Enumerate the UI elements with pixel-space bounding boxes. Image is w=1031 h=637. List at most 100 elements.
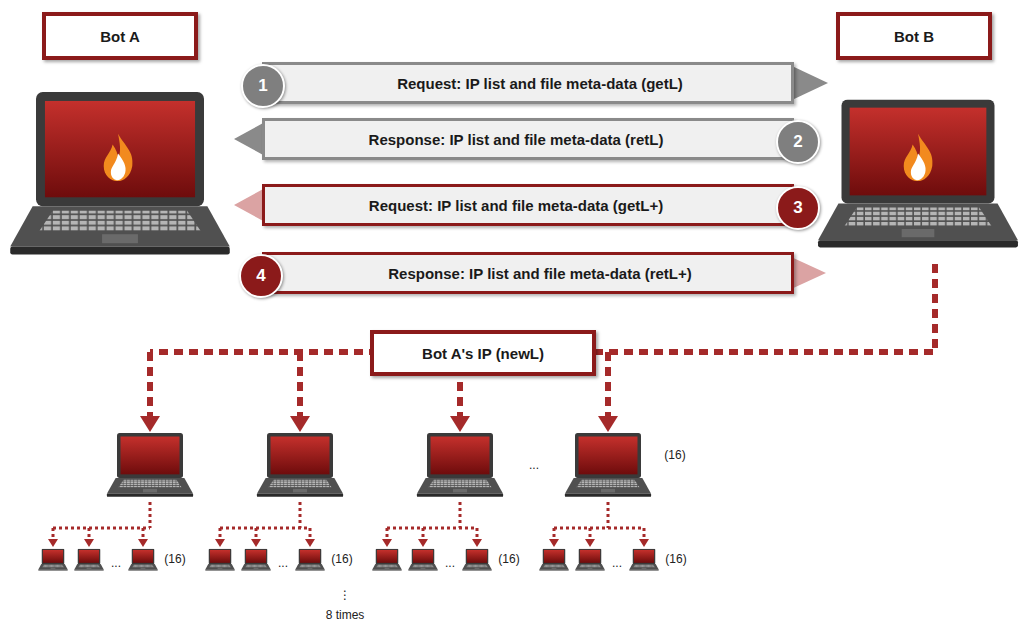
annotation-label: ... — [529, 458, 539, 472]
laptop-icon — [241, 549, 270, 571]
spread-line — [476, 528, 479, 540]
node-label: Request: IP list and file meta-data (get… — [397, 75, 683, 92]
message-band: Request: IP list and file meta-data (get… — [262, 62, 794, 104]
spread-line — [142, 528, 145, 540]
spread-arrow-head — [305, 539, 315, 547]
step-number: 4 — [239, 254, 283, 298]
laptop-icon — [74, 549, 103, 571]
annotation-label: (16) — [164, 552, 185, 566]
annotation-label: ... — [445, 556, 455, 570]
spread-line — [88, 528, 91, 540]
spread-line — [220, 502, 310, 528]
laptop-icon — [417, 433, 503, 497]
spread-line — [255, 528, 258, 540]
spread-line — [589, 528, 592, 540]
laptop-icon — [565, 433, 651, 497]
laptop-icon — [629, 549, 658, 571]
node-label: Response: IP list and file meta-data (re… — [369, 131, 664, 148]
node-label: Bot A — [100, 28, 139, 45]
spread-arrow-head — [215, 539, 225, 547]
spread-line — [219, 528, 222, 540]
laptop-icon — [539, 549, 568, 571]
annotation-label: ... — [111, 556, 121, 570]
laptop-icon — [295, 549, 324, 571]
spread-line — [553, 528, 556, 540]
annotation-label: ... — [278, 556, 288, 570]
laptop-icon — [629, 549, 658, 571]
bot-box: Bot A — [42, 12, 198, 60]
arrow-head — [234, 188, 265, 222]
spread-arrow-head — [418, 539, 428, 547]
ip-box: Bot A's IP (newL) — [370, 330, 596, 376]
spread-arrow-head — [84, 539, 94, 547]
flame-icon — [904, 134, 933, 181]
annotation-label: (16) — [498, 552, 519, 566]
annotation-label: (16) — [665, 552, 686, 566]
spread-line — [643, 528, 646, 540]
annotation-label: (16) — [331, 552, 352, 566]
flame-icon — [104, 134, 133, 181]
arrow-head — [789, 256, 826, 290]
bot-box: Bot B — [836, 12, 992, 60]
laptop-icon — [241, 549, 270, 571]
laptop-icon — [372, 549, 401, 571]
laptop-icon — [575, 549, 604, 571]
laptop-icon — [295, 549, 324, 571]
step-number: 2 — [776, 120, 820, 164]
laptop-icon — [257, 433, 343, 497]
annotation-label: ... — [612, 556, 622, 570]
spread-arrow-head — [138, 539, 148, 547]
laptop-icon — [128, 549, 157, 571]
laptop-icon — [74, 549, 103, 571]
laptop-icon — [372, 549, 401, 571]
laptop-icon — [462, 549, 491, 571]
laptop-icon — [128, 549, 157, 571]
callout-number: 4 — [256, 266, 265, 286]
laptop-bot-b — [818, 100, 1018, 248]
node-label: Response: IP list and file meta-data (re… — [388, 265, 692, 282]
spread-arrow-head — [472, 539, 482, 547]
laptop-icon — [205, 549, 234, 571]
annotation-label: 8 times — [326, 608, 365, 622]
spread-line — [52, 528, 55, 540]
spread-line — [309, 528, 312, 540]
spread-arrow-head — [48, 539, 58, 547]
spread-line — [554, 502, 644, 528]
annotation-label: (16) — [664, 448, 685, 462]
step-number: 1 — [241, 64, 285, 108]
callout-number: 2 — [793, 132, 802, 152]
laptop-icon — [408, 549, 437, 571]
arrow-head — [792, 66, 828, 100]
laptop-icon — [417, 433, 503, 497]
laptop-icon — [408, 549, 437, 571]
spread-line — [387, 502, 477, 528]
laptop-icon — [38, 549, 67, 571]
callout-number: 3 — [793, 198, 802, 218]
laptop-icon — [205, 549, 234, 571]
laptop-icon — [38, 549, 67, 571]
step-number: 3 — [776, 186, 820, 230]
annotation-label: ⋮ — [339, 588, 351, 602]
spread-arrow-head — [251, 539, 261, 547]
laptop-icon — [539, 549, 568, 571]
laptop-icon — [575, 549, 604, 571]
message-band: Request: IP list and file meta-data (get… — [262, 184, 794, 226]
laptop-icon — [462, 549, 491, 571]
spread-arrow-head — [140, 416, 618, 432]
laptop-icon — [257, 433, 343, 497]
laptop-bot-a — [10, 92, 230, 254]
laptop-icon — [565, 433, 651, 497]
node-label: Bot A's IP (newL) — [422, 345, 544, 362]
spread-arrow-head — [549, 539, 559, 547]
node-label: Bot B — [894, 28, 934, 45]
laptop-icon — [107, 433, 193, 497]
callout-number: 1 — [258, 76, 267, 96]
spread-line — [422, 528, 425, 540]
spread-arrow-head — [585, 539, 595, 547]
arrow-head — [234, 122, 265, 156]
message-band: Response: IP list and file meta-data (re… — [262, 118, 794, 160]
spread-line — [386, 528, 389, 540]
lower-tree — [38, 433, 658, 571]
node-label: Request: IP list and file meta-data (get… — [369, 197, 663, 214]
